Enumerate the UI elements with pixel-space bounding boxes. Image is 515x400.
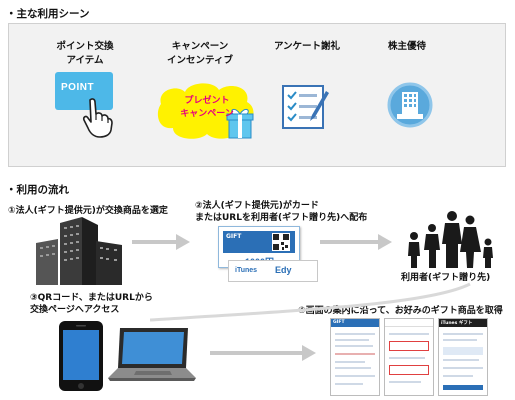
- step1-label: ①法人(ギフト提供元)が交換商品を選定: [8, 206, 168, 216]
- point-card-icon: POINT: [55, 72, 113, 110]
- scene-label-campaign: キャンペーンインセンティブ: [167, 41, 233, 66]
- company-badge-icon: [387, 82, 433, 128]
- smartphone-icon: [59, 321, 103, 391]
- flow-section-title: ・利用の流れ: [6, 184, 69, 196]
- step4-label: ④画面の案内に沿って、お好みのギフト商品を取得: [298, 306, 503, 316]
- curve-user-to-step3: [150, 282, 471, 322]
- present-icon: [157, 83, 254, 139]
- checklist-icon: [282, 85, 329, 129]
- qr-code-icon: [272, 233, 290, 251]
- exchange-screen-3: iTunes ギフト: [438, 318, 488, 396]
- scenes-section-title: ・主な利用シーン: [6, 8, 90, 20]
- arrow-step3-to-step4: [210, 345, 316, 361]
- scene-label-point: ポイント交換アイテム: [56, 41, 114, 66]
- scene-label-survey: アンケート謝礼: [273, 41, 341, 52]
- exchange-screen-2: [384, 318, 434, 396]
- scene-label-shareholder: 株主優待: [387, 41, 426, 52]
- arrow-step1-to-step2: [132, 234, 190, 250]
- gift-card-back: iTunes Edy: [228, 260, 318, 282]
- exchange-screen-1: GIFT: [330, 318, 380, 396]
- step2-label: ②法人(ギフト提供元)がカードまたはURLを利用者(ギフト贈り先)へ配布: [195, 201, 368, 223]
- laptop-icon: [108, 328, 196, 381]
- arrow-step2-to-user: [320, 234, 392, 250]
- step3-label: ③QRコード、またはURLから交換ページへアクセス: [30, 293, 153, 315]
- user-label: 利用者(ギフト贈り先): [401, 273, 491, 283]
- family-silhouette-icon: [408, 211, 493, 268]
- present-campaign-text: プレゼント キャンペーン: [180, 96, 234, 119]
- office-buildings-icon: [36, 217, 122, 285]
- hand-icon: [83, 98, 113, 138]
